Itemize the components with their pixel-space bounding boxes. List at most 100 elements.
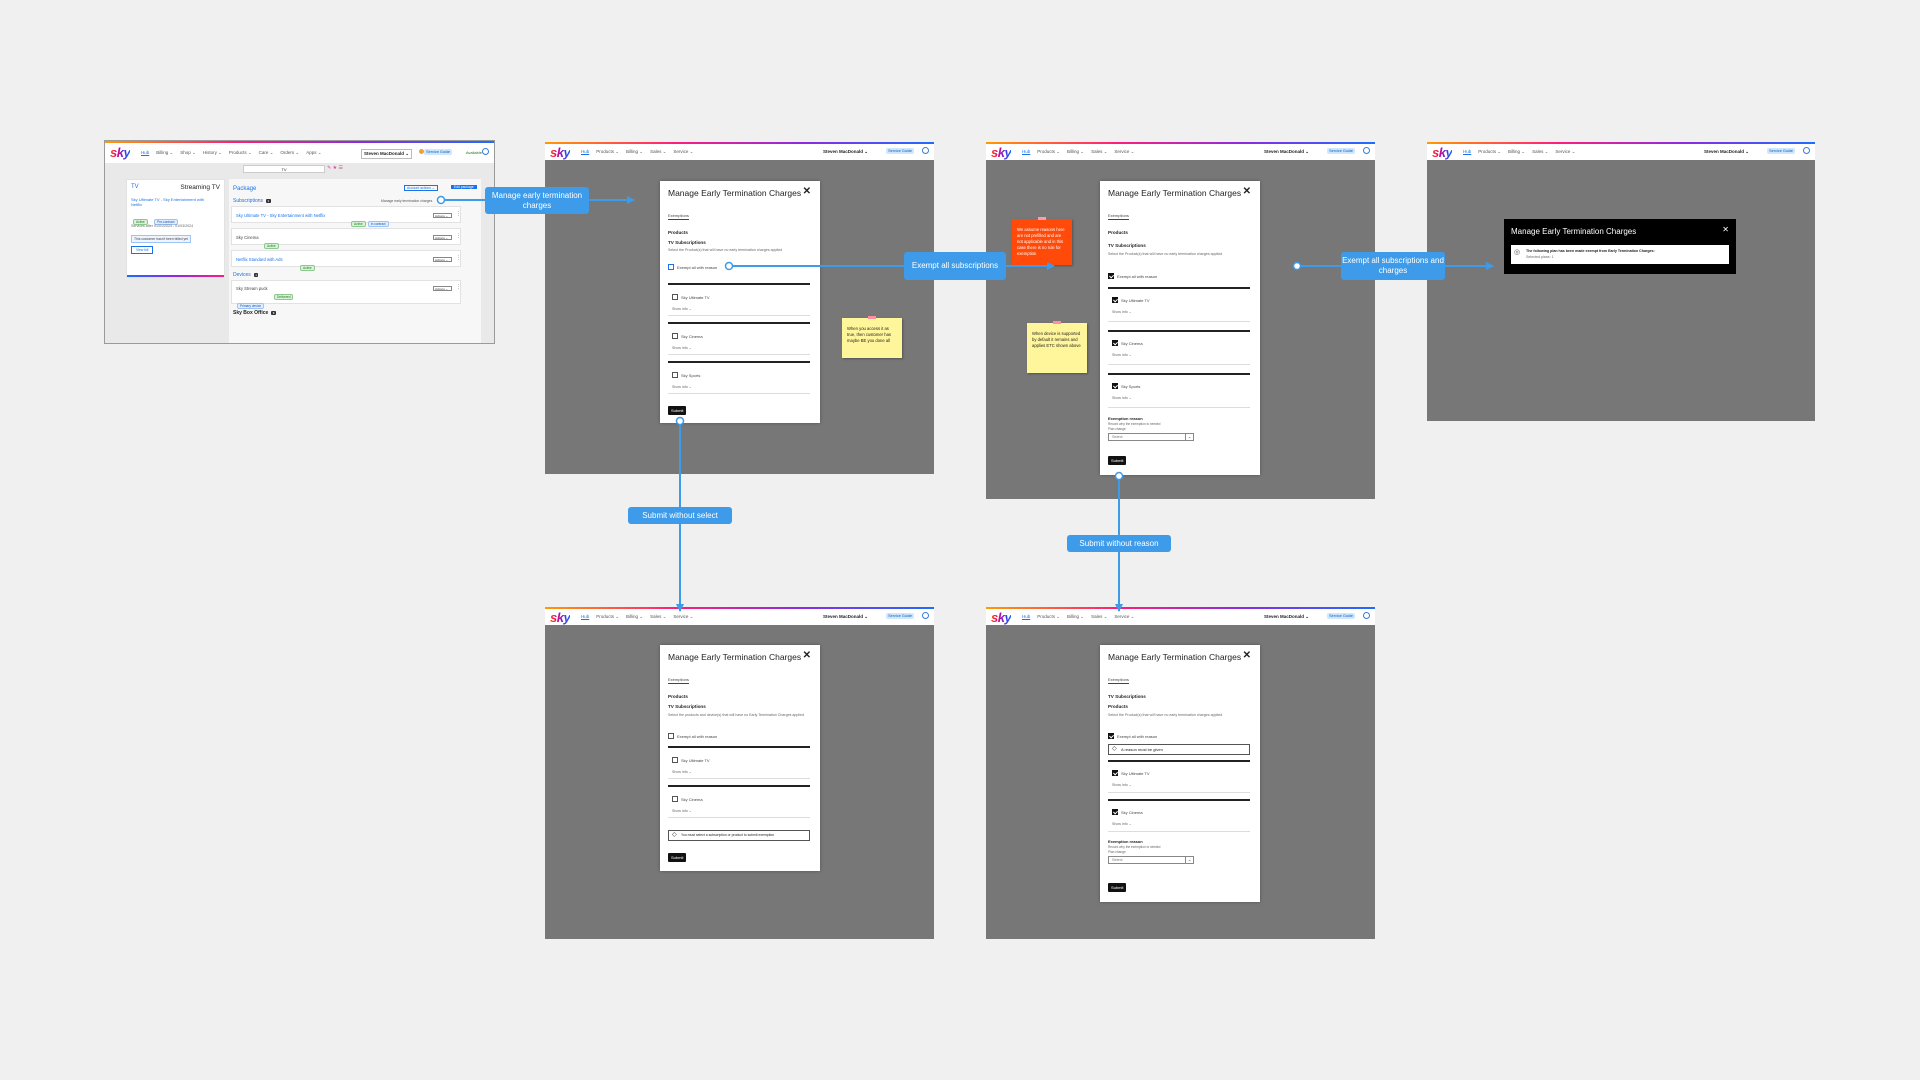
close-icon[interactable]: ✕ bbox=[802, 650, 811, 661]
item-info-1[interactable]: Show info ⌄ bbox=[1112, 783, 1132, 787]
tab-exemptions[interactable]: Exemptions bbox=[668, 677, 689, 684]
nav-item[interactable]: Billing ⌄ bbox=[1067, 149, 1085, 154]
nav-item[interactable]: Sales ⌄ bbox=[650, 149, 667, 154]
left-product-link[interactable]: Sky Ultimate TV - Sky Entertainment with… bbox=[131, 197, 205, 207]
item-info-1[interactable]: Show info ⌄ bbox=[1112, 310, 1132, 314]
item-checkbox-1[interactable] bbox=[672, 757, 678, 763]
device-name[interactable]: Sky Stream puck bbox=[236, 286, 268, 291]
item-info-3[interactable]: Show info ⌄ bbox=[672, 385, 692, 389]
service-guide-badge[interactable]: Service Guide bbox=[424, 149, 452, 155]
row-actions-select[interactable]: Actions ⌄ bbox=[433, 235, 452, 240]
account-actions-button[interactable]: Account actions ⌄ bbox=[404, 185, 438, 191]
item-checkbox-1[interactable] bbox=[1112, 770, 1118, 776]
more-options-icon[interactable]: ⋮ bbox=[456, 284, 461, 290]
subscription-name[interactable]: Sky Ultimate TV - Sky Entertainment with… bbox=[236, 213, 326, 218]
item-checkbox-2[interactable] bbox=[672, 796, 678, 802]
service-guide-badge[interactable]: Service Guide bbox=[886, 613, 914, 619]
nav-item[interactable]: Products ⌄ bbox=[228, 150, 252, 155]
user-avatar-icon[interactable] bbox=[922, 147, 929, 154]
service-guide-badge[interactable]: Service Guide bbox=[1767, 148, 1795, 154]
more-options-icon[interactable]: ⋮ bbox=[456, 233, 461, 239]
subscription-name[interactable]: Sky Cinema bbox=[236, 235, 259, 240]
nav-item[interactable]: Billing ⌄ bbox=[156, 150, 174, 155]
item-info-3[interactable]: Show info ⌄ bbox=[1112, 396, 1132, 400]
manage-etc-link[interactable]: Manage early termination charges bbox=[381, 199, 433, 203]
tab-exemptions[interactable]: Exemptions bbox=[1108, 677, 1129, 684]
user-avatar-icon[interactable] bbox=[482, 148, 489, 155]
item-info-2[interactable]: Show info ⌄ bbox=[672, 346, 692, 350]
close-icon[interactable]: ✕ bbox=[1722, 225, 1729, 234]
more-options-icon[interactable]: ⋮ bbox=[456, 211, 461, 217]
nav-item[interactable]: Service ⌄ bbox=[673, 149, 694, 154]
nav-item[interactable]: Sales ⌄ bbox=[1532, 149, 1549, 154]
submit-button[interactable]: Submit bbox=[1108, 883, 1127, 892]
user-avatar-icon[interactable] bbox=[1363, 147, 1370, 154]
nav-item[interactable]: Products ⌄ bbox=[1037, 149, 1061, 154]
subscription-name[interactable]: Netflix Standard with Ads bbox=[236, 257, 283, 262]
nav-item[interactable]: Hub bbox=[141, 150, 150, 155]
sky-logo[interactable]: sky bbox=[110, 145, 131, 160]
nav-item[interactable]: Orders ⌄ bbox=[280, 150, 300, 155]
user-avatar-icon[interactable] bbox=[922, 612, 929, 619]
nav-item[interactable]: Sales ⌄ bbox=[1091, 149, 1108, 154]
item-info-1[interactable]: Show info ⌄ bbox=[672, 307, 692, 311]
nav-item[interactable]: Service ⌄ bbox=[673, 614, 694, 619]
nav-item[interactable]: Apps ⌄ bbox=[306, 150, 322, 155]
availability-status[interactable]: Available bbox=[465, 150, 482, 155]
tab-exemptions[interactable]: Exemptions bbox=[668, 213, 689, 220]
sky-logo[interactable]: sky bbox=[991, 145, 1012, 160]
nav-item[interactable]: Products ⌄ bbox=[1478, 149, 1502, 154]
nav-item[interactable]: Billing ⌄ bbox=[1067, 614, 1085, 619]
sky-logo[interactable]: sky bbox=[1432, 145, 1453, 160]
item-info-2[interactable]: Show info ⌄ bbox=[1112, 822, 1132, 826]
item-info-2[interactable]: Show info ⌄ bbox=[672, 809, 692, 813]
exempt-all-checkbox[interactable] bbox=[668, 733, 674, 739]
service-guide-badge[interactable]: Service Guide bbox=[1327, 613, 1355, 619]
close-icon[interactable]: ✕ bbox=[802, 186, 811, 197]
close-icon[interactable]: ✕ bbox=[1242, 650, 1251, 661]
user-menu[interactable]: Steven MacDonald ⌄ bbox=[822, 614, 868, 619]
toolbar-icons[interactable]: ✎ ★ ☰ bbox=[327, 165, 343, 171]
submit-button[interactable]: Submit bbox=[668, 853, 687, 862]
row-actions-select[interactable]: Actions ⌄ bbox=[433, 286, 452, 291]
nav-item[interactable]: History ⌄ bbox=[202, 150, 222, 155]
item-checkbox-1[interactable] bbox=[1112, 297, 1118, 303]
item-checkbox-2[interactable] bbox=[1112, 340, 1118, 346]
item-checkbox-3[interactable] bbox=[672, 372, 678, 378]
item-info-2[interactable]: Show info ⌄ bbox=[1112, 353, 1132, 357]
nav-item[interactable]: Products ⌄ bbox=[596, 614, 620, 619]
nav-item[interactable]: Products ⌄ bbox=[596, 149, 620, 154]
nav-item[interactable]: Hub bbox=[581, 614, 590, 619]
reason-select[interactable]: Select⌄ bbox=[1108, 856, 1194, 864]
sky-logo[interactable]: sky bbox=[550, 610, 571, 625]
service-guide-badge[interactable]: Service Guide bbox=[886, 148, 914, 154]
row-actions-select[interactable]: Actions ⌄ bbox=[433, 257, 452, 262]
nav-item[interactable]: Billing ⌄ bbox=[626, 149, 644, 154]
item-checkbox-3[interactable] bbox=[1112, 383, 1118, 389]
user-avatar-icon[interactable] bbox=[1803, 147, 1810, 154]
submit-button[interactable]: Submit bbox=[1108, 456, 1127, 465]
reason-select[interactable]: Select⌄ bbox=[1108, 433, 1194, 441]
more-options-icon[interactable]: ⋮ bbox=[456, 255, 461, 261]
sky-logo[interactable]: sky bbox=[991, 610, 1012, 625]
nav-item[interactable]: Sales ⌄ bbox=[650, 614, 667, 619]
nav-item[interactable]: Billing ⌄ bbox=[1508, 149, 1526, 154]
service-guide-badge[interactable]: Service Guide bbox=[1327, 148, 1355, 154]
exempt-all-checkbox[interactable] bbox=[1108, 273, 1114, 279]
row-actions-select[interactable]: Actions ⌄ bbox=[433, 213, 452, 218]
user-menu[interactable]: Steven MacDonald ⌄ bbox=[1263, 149, 1309, 154]
submit-button[interactable]: Submit bbox=[668, 406, 687, 415]
search-bar[interactable]: TV bbox=[243, 165, 325, 173]
close-icon[interactable]: ✕ bbox=[1242, 186, 1251, 197]
item-info-1[interactable]: Show info ⌄ bbox=[672, 770, 692, 774]
tab-exemptions[interactable]: Exemptions bbox=[1108, 213, 1129, 220]
user-menu[interactable]: Steven MacDonald ⌄ bbox=[822, 149, 868, 154]
nav-item[interactable]: Sales ⌄ bbox=[1091, 614, 1108, 619]
exempt-all-checkbox[interactable] bbox=[1108, 733, 1114, 739]
sky-logo[interactable]: sky bbox=[550, 145, 571, 160]
item-checkbox-1[interactable] bbox=[672, 294, 678, 300]
exempt-all-checkbox[interactable] bbox=[668, 264, 674, 270]
nav-item[interactable]: Care ⌄ bbox=[258, 150, 274, 155]
user-menu[interactable]: Steven MacDonald ⌄ bbox=[1703, 149, 1749, 154]
edit-package-button[interactable]: Edit package bbox=[451, 185, 477, 189]
